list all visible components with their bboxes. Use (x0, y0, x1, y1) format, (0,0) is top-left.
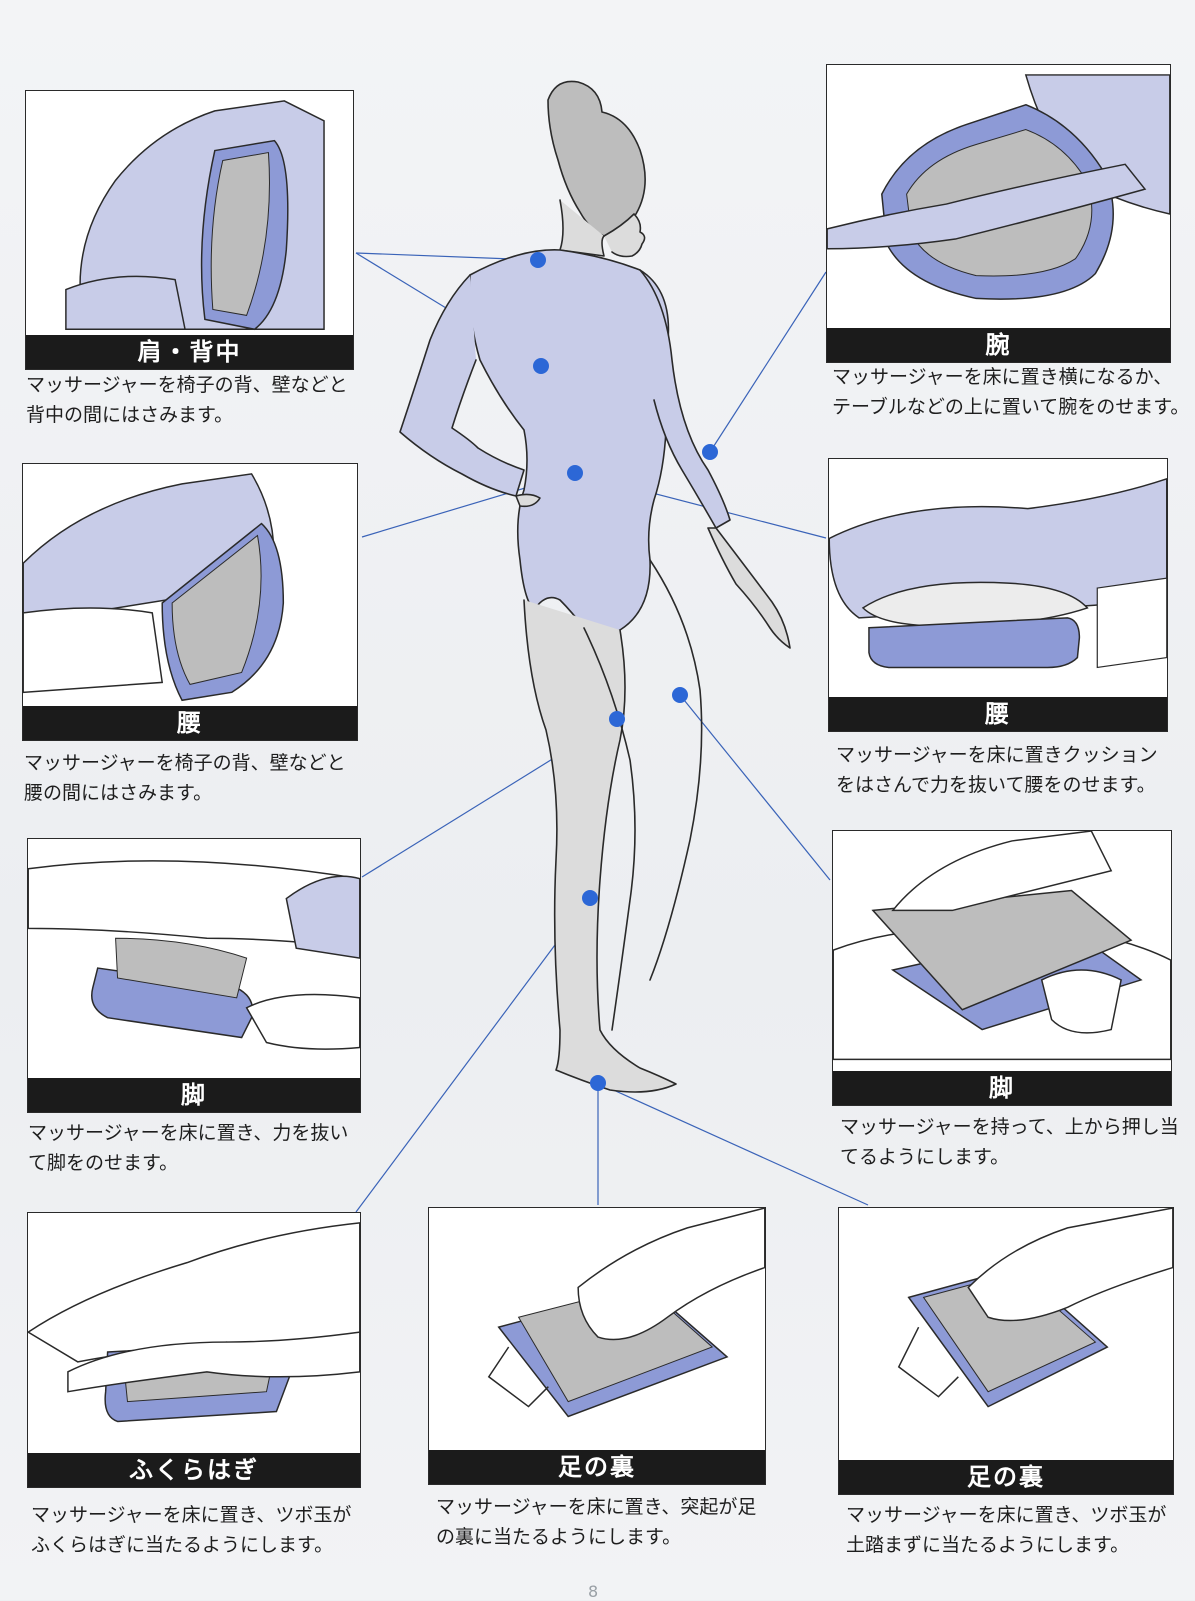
panel-label: ふくらはぎ (28, 1453, 360, 1487)
panel-description: マッサージャーを椅子の背、壁などと 腰の間にはさみます。 (24, 752, 346, 804)
face (603, 213, 646, 258)
connector-thigh-right (679, 694, 831, 881)
panel-calf: ふくらはぎ (27, 1212, 361, 1488)
panel-description: マッサージャーを床に置き横になるか、 テーブルなどの上に置いて腕をのせます。 (832, 366, 1190, 418)
panel-label: 足の裏 (429, 1450, 765, 1484)
panel-label: 腰 (829, 697, 1167, 731)
illustration-sole-center (487, 1208, 765, 1418)
forearm-right (707, 527, 791, 649)
panel-description: マッサージャーを床に置き、力を抜い て脚をのせます。 (28, 1122, 349, 1174)
panel-description: マッサージャーを床に置きクッション をはさんで力を抜いて腰をのせます。 (836, 744, 1158, 796)
panel-description: マッサージャーを持って、上から押し当 てるようにします。 (840, 1116, 1179, 1168)
illustration-shoulder-back (65, 100, 325, 331)
panel-description: マッサージャーを床に置き、突起が足 の裏に当たるようにします。 (436, 1496, 757, 1548)
massage-points (530, 252, 718, 1091)
connector-sole-right (597, 1082, 869, 1206)
page-number: 8 (588, 1582, 599, 1601)
leg-right (583, 627, 636, 1031)
torso (468, 249, 670, 636)
hand-left (515, 493, 541, 508)
panel-waist-floor: 腰 (828, 458, 1168, 732)
panel-label: 脚 (833, 1071, 1171, 1105)
point-neck (530, 252, 546, 268)
connector-calf (355, 897, 591, 1213)
panel-shoulder-back: 肩・背中 (25, 90, 354, 370)
connector-arm (709, 271, 827, 453)
illustration-leg-press (833, 831, 1171, 1061)
panel-label: 腰 (23, 706, 357, 740)
panel-arm: 腕 (826, 64, 1171, 363)
panel-label: 脚 (28, 1078, 360, 1112)
panel-waist-chair: 腰 (22, 463, 358, 741)
leg-right-back (649, 559, 703, 981)
panel-label: 足の裏 (839, 1460, 1173, 1494)
panel-leg-press: 脚 (832, 830, 1172, 1106)
point-waist (567, 465, 583, 481)
point-thigh-front (609, 711, 625, 727)
panel-leg-floor: 脚 (27, 838, 361, 1113)
point-arm (702, 444, 718, 460)
panel-label: 腕 (827, 328, 1170, 362)
point-sole (590, 1075, 606, 1091)
illustration-sole-arch (897, 1208, 1173, 1408)
point-calf (582, 890, 598, 906)
panel-description: マッサージャーを床に置き、ツボ玉が 土踏まずに当たるようにします。 (846, 1504, 1167, 1556)
panel-sole-center: 足の裏 (428, 1207, 766, 1485)
illustration-waist-floor (829, 477, 1167, 669)
panel-sole-arch: 足の裏 (838, 1207, 1174, 1495)
illustration-leg-floor (28, 860, 360, 1050)
hair (547, 80, 646, 237)
point-thigh-back (672, 687, 688, 703)
arm-right (639, 269, 731, 529)
illustration-waist-chair (23, 473, 285, 702)
illustration-arm (827, 74, 1170, 300)
panel-description: マッサージャーを椅子の背、壁などと 背中の間にはさみます。 (26, 374, 348, 426)
leg-left (523, 599, 677, 1093)
arm-left (399, 274, 525, 497)
illustration-calf (28, 1222, 360, 1423)
panel-label: 肩・背中 (26, 335, 353, 369)
panel-description: マッサージャーを床に置き、ツボ玉が ふくらはぎに当たるようにします。 (31, 1504, 352, 1556)
point-back (533, 358, 549, 374)
